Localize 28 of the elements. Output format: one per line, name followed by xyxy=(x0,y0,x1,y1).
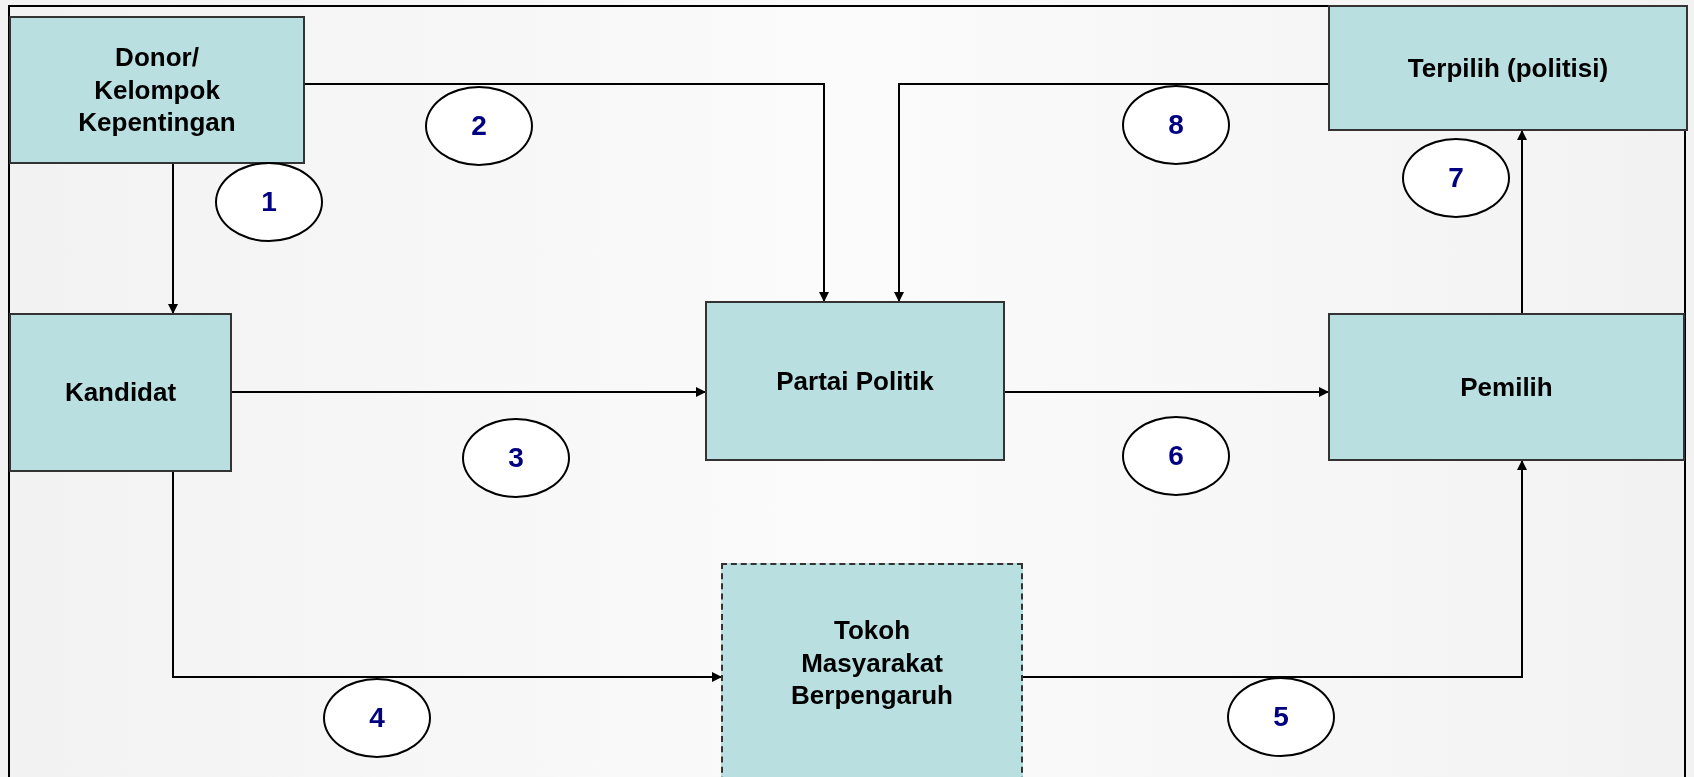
box-label: Kandidat xyxy=(64,376,177,409)
box-label: Donor/ Kelompok Kepentingan xyxy=(77,41,237,139)
step-number: 6 xyxy=(1168,439,1184,473)
arrow xyxy=(231,387,706,397)
process-box xyxy=(705,301,1005,461)
arrow xyxy=(1517,130,1527,314)
step-number: 4 xyxy=(369,701,385,735)
process-box xyxy=(1328,313,1685,461)
process-box xyxy=(9,16,305,164)
process-box xyxy=(721,563,1023,777)
step-number: 7 xyxy=(1448,161,1464,195)
step-number: 3 xyxy=(508,441,524,475)
process-box xyxy=(9,313,232,472)
arrow xyxy=(894,83,1329,302)
arrow xyxy=(1022,460,1527,678)
step-number: 1 xyxy=(261,185,277,219)
arrow xyxy=(168,163,178,314)
process-box xyxy=(1328,5,1688,131)
box-label: Tokoh Masyarakat Berpengaruh xyxy=(790,614,954,712)
box-label: Terpilih (politisi) xyxy=(1407,51,1609,85)
step-number: 5 xyxy=(1273,700,1289,734)
box-label: Pemilih xyxy=(1460,370,1553,404)
arrow xyxy=(172,471,722,682)
arrow xyxy=(304,83,829,302)
step-number: 8 xyxy=(1168,108,1184,142)
step-number: 2 xyxy=(471,109,487,143)
box-label: Partai Politik xyxy=(776,364,934,398)
arrow xyxy=(1004,387,1329,397)
